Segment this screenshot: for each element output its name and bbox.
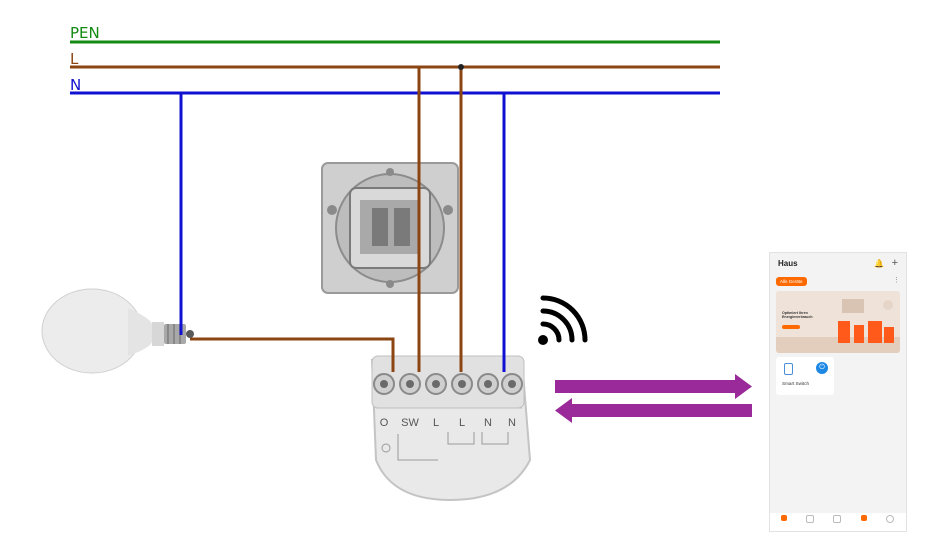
terminal-label-l2: L (459, 417, 465, 429)
light-bulb (41, 288, 194, 374)
all-devices-chip[interactable]: Alle Geräte (776, 277, 807, 286)
pen-label: PEN (70, 24, 100, 42)
power-icon[interactable]: ⏻ (816, 362, 828, 374)
tab-mall[interactable] (854, 515, 874, 521)
device-name: Smart Switch (782, 381, 810, 386)
scene-icon (833, 515, 841, 523)
terminal-label-sw: SW (401, 417, 419, 429)
lamp-live-wire (190, 337, 395, 356)
banner-text: Optimiert Ihren Energieverbrauch (782, 311, 813, 319)
l-label: L (70, 50, 79, 68)
arrow-from-app (555, 398, 752, 423)
smart-home-app-screen: Haus 🔔 + Alle Geräte ⋮ Optimiert Ihren E… (769, 252, 907, 532)
terminal-label-n2: N (508, 417, 516, 429)
me-icon (886, 515, 894, 523)
more-icon[interactable]: ⋮ (893, 277, 900, 284)
home-title[interactable]: Haus (778, 259, 798, 268)
device-icon (784, 363, 793, 375)
tab-home[interactable] (774, 515, 794, 521)
banner-button[interactable] (782, 325, 800, 329)
device-card[interactable]: ⏻ Smart Switch (776, 357, 834, 395)
module-status-led (381, 443, 391, 453)
tab-smart[interactable] (800, 515, 820, 523)
plus-icon[interactable]: + (891, 257, 898, 269)
smart-icon (806, 515, 814, 523)
n-label: N (70, 76, 81, 94)
promo-banner[interactable]: Optimiert Ihren Energieverbrauch (776, 291, 900, 353)
arrow-to-app (555, 374, 752, 399)
mall-icon (861, 515, 867, 521)
banner-image (776, 291, 900, 353)
smart-relay-module: O SW L L N N (370, 355, 532, 502)
junction-dot (458, 64, 464, 70)
terminal-label-l1: L (433, 417, 439, 429)
tab-me[interactable] (880, 515, 900, 523)
home-icon (781, 515, 787, 521)
terminal-label-n1: N (484, 417, 492, 429)
wall-switch (321, 162, 459, 294)
bottom-tab-bar (770, 513, 906, 531)
app-header: Haus 🔔 + (778, 257, 900, 273)
terminal-label-o: O (380, 417, 389, 429)
wifi-icon (538, 295, 588, 345)
terminal-block (373, 373, 523, 395)
tab-scene[interactable] (827, 515, 847, 523)
bell-icon[interactable]: 🔔 (874, 259, 884, 268)
